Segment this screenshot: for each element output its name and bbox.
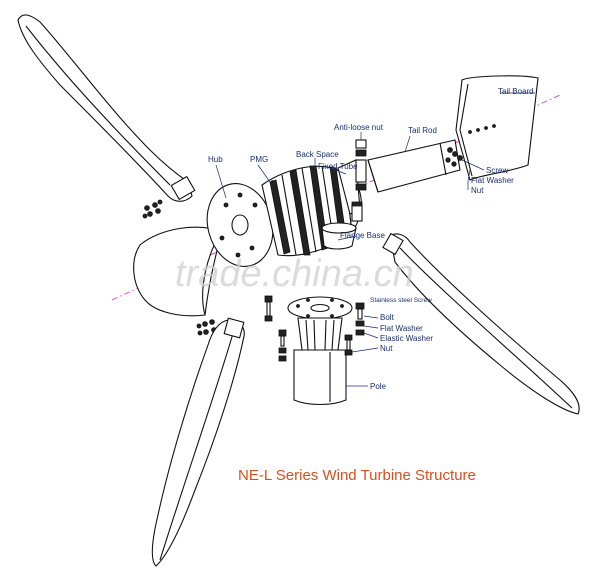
label-screw: Screw: [486, 166, 508, 175]
label-back-space: Back Space: [296, 150, 339, 159]
diagram-title: NE-L Series Wind Turbine Structure: [238, 467, 476, 484]
flange-base: [321, 222, 357, 250]
tail-board: [455, 75, 539, 181]
label-pole: Pole: [370, 382, 387, 391]
label-nut: Nut: [380, 344, 393, 353]
lower-blade: [151, 317, 245, 567]
label-flat-washer: Flat Washer: [380, 324, 423, 333]
label-pmg: PMG: [250, 155, 268, 164]
blade-bolts-upper: [142, 199, 163, 219]
anti-loose-nut-stack: [355, 139, 367, 191]
hub: [206, 183, 274, 267]
upper-blade: [17, 14, 196, 202]
label-stainless-steel-screw: Stainless steel Screw: [370, 297, 432, 304]
label-nut-tail: Nut: [471, 186, 484, 195]
label-flat-washer-tail: Flat Washer: [471, 176, 514, 185]
label-elastic-washer: Elastic Washer: [380, 334, 433, 343]
tail-fasteners: [445, 147, 463, 167]
flange-bolts-left: [264, 295, 287, 362]
label-tail-rod: Tail Rod: [408, 126, 437, 135]
label-hub: Hub: [208, 155, 223, 164]
label-bolt: Bolt: [380, 313, 395, 322]
watermark: trade.china.cn: [175, 253, 414, 295]
leader-lines: [215, 92, 535, 387]
label-fixed-tube: Fixed Tube: [318, 162, 358, 171]
fixed-tube: [337, 159, 363, 222]
tail-rod: [367, 139, 461, 193]
right-blade: [382, 232, 580, 415]
flange-bolts-right: [344, 302, 365, 356]
label-tail-board: Tail Board: [498, 87, 534, 96]
label-flange-base: Flange Base: [340, 231, 385, 240]
label-anti-loose-nut: Anti-loose nut: [334, 123, 384, 132]
pole: [287, 296, 353, 406]
